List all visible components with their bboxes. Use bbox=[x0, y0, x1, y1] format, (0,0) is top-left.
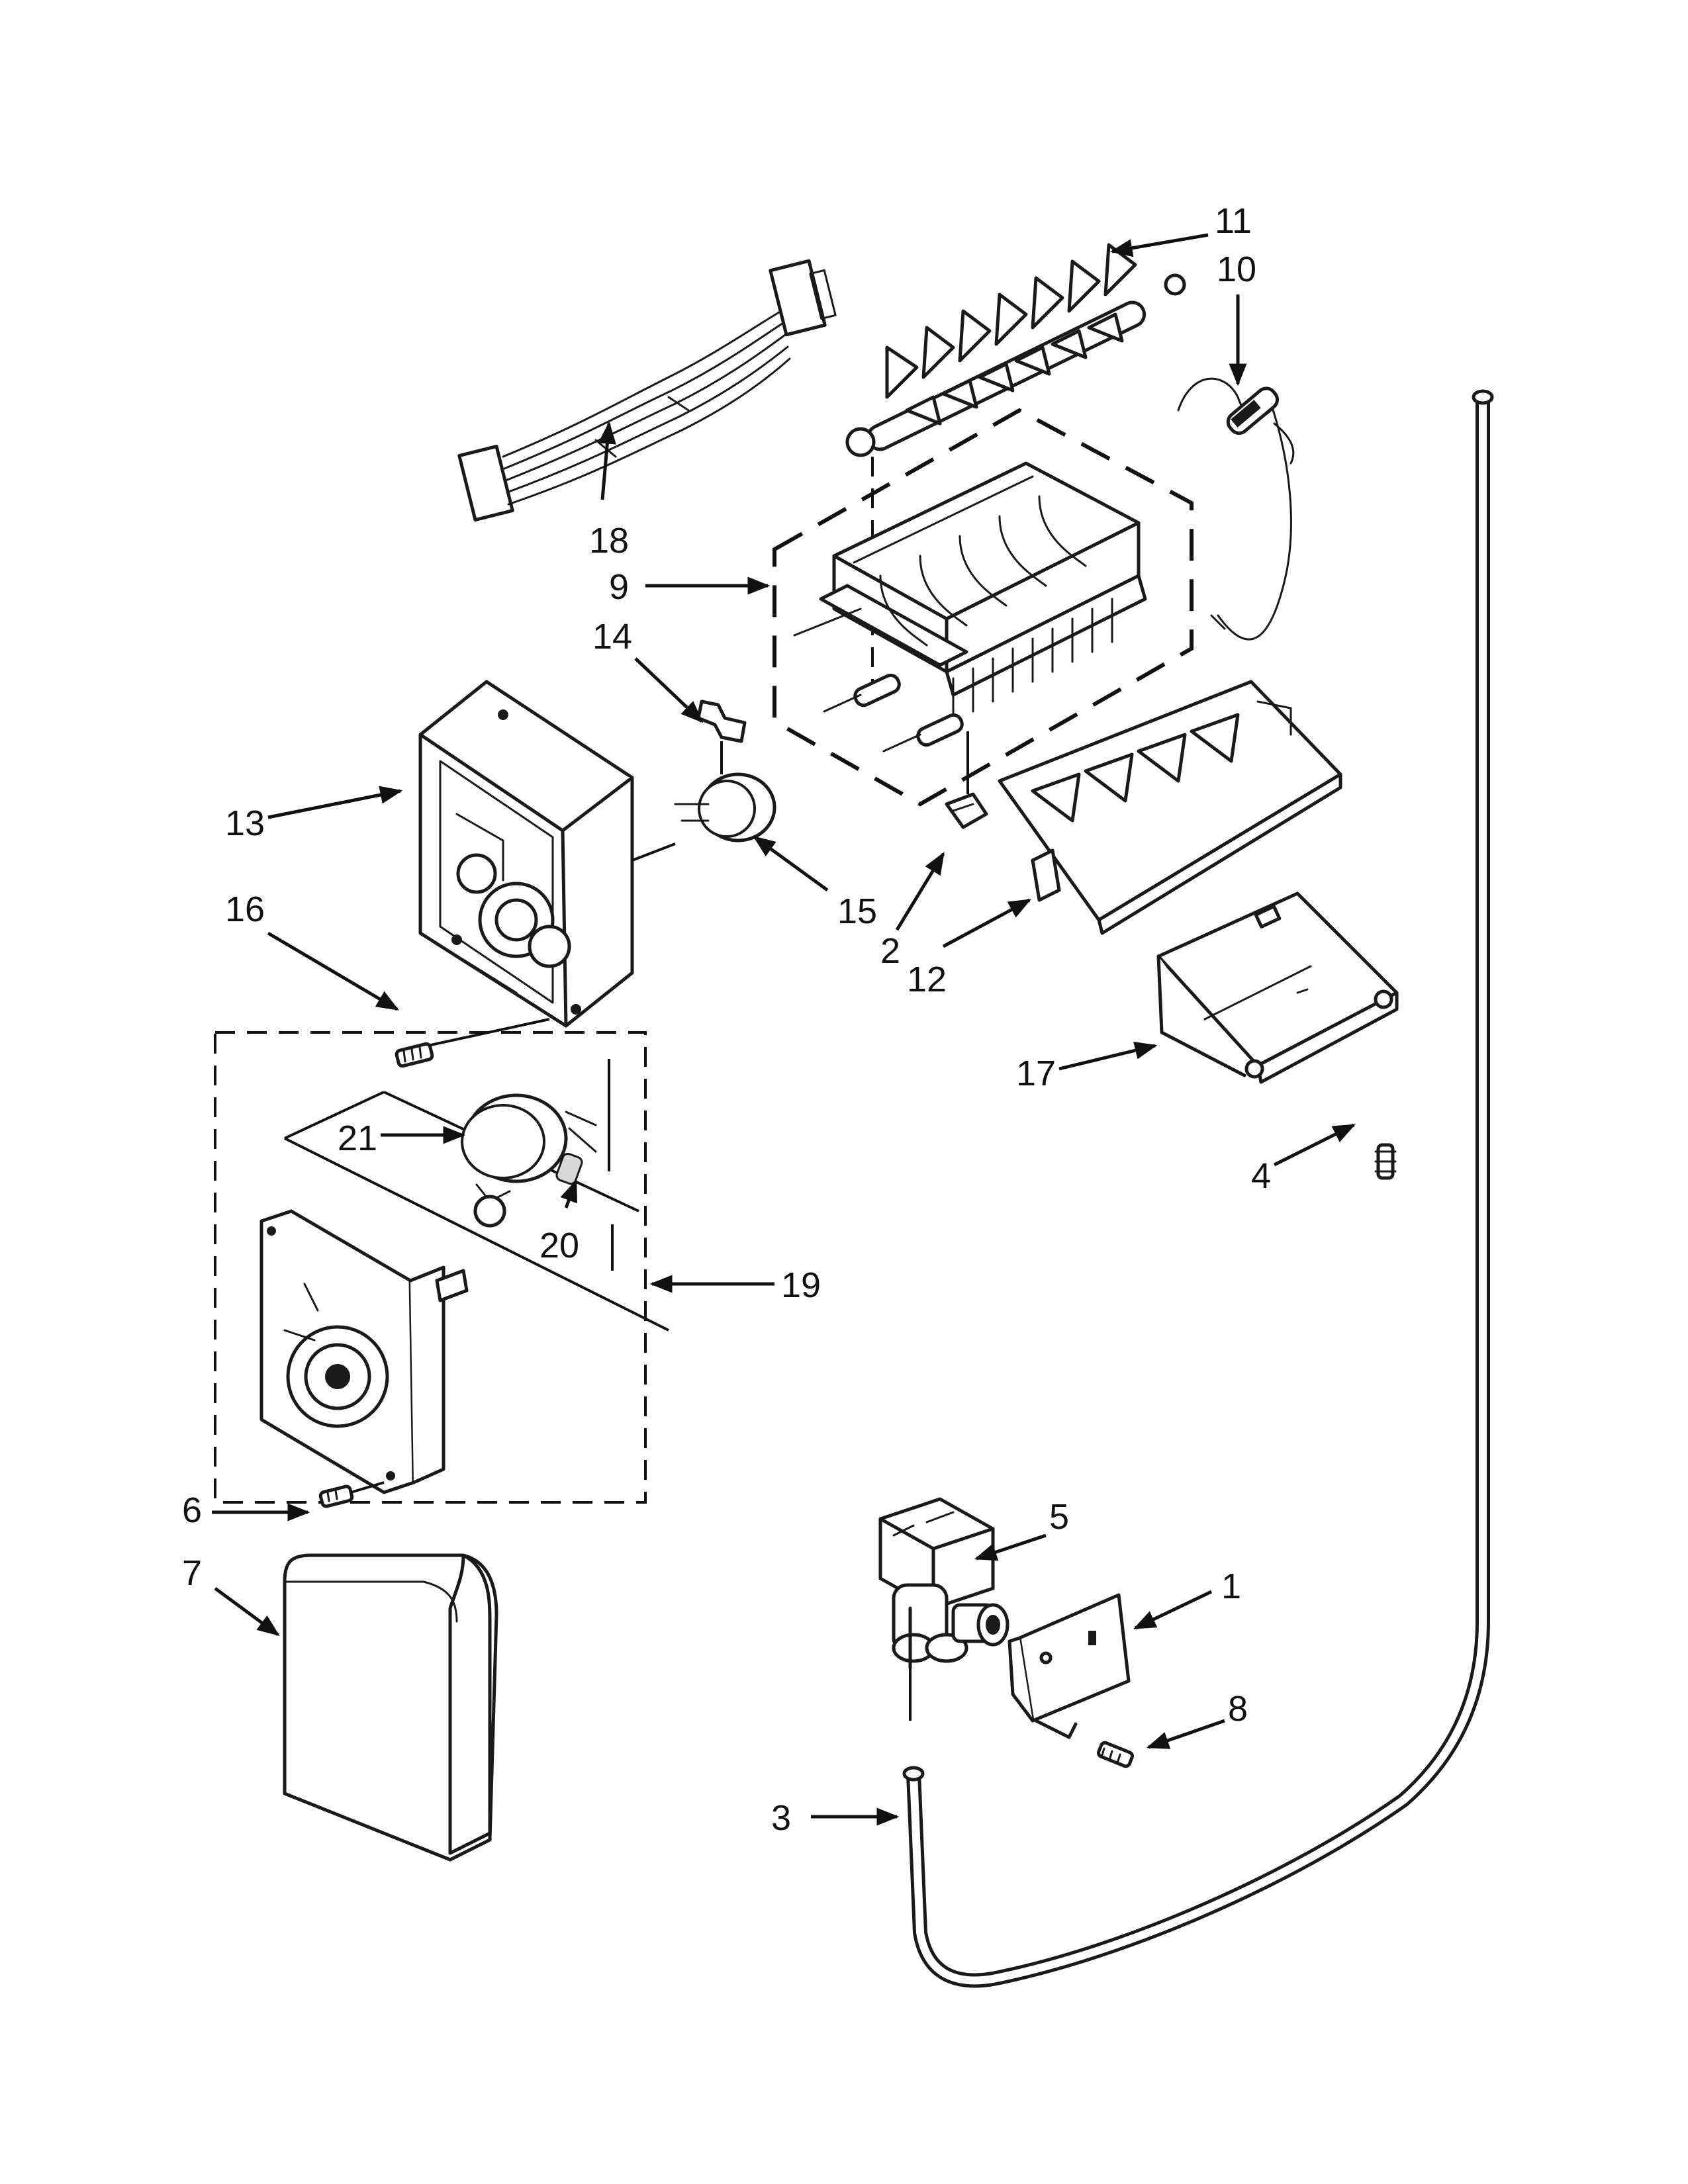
callout-9: 9 bbox=[609, 567, 629, 607]
callout-19: 19 bbox=[781, 1265, 821, 1305]
leader-lines bbox=[212, 233, 1356, 1826]
callout-14: 14 bbox=[592, 617, 632, 657]
callout-7: 7 bbox=[182, 1553, 202, 1593]
screw-4 bbox=[1374, 1143, 1397, 1180]
clip-14 bbox=[696, 700, 747, 774]
front-cover bbox=[283, 1553, 498, 1862]
screw-6 bbox=[318, 1484, 354, 1508]
screw-16 bbox=[395, 1042, 434, 1068]
ice-mold bbox=[793, 461, 1147, 752]
callout-16: 16 bbox=[225, 889, 265, 929]
wire-harness bbox=[457, 259, 837, 522]
screw-8 bbox=[1097, 1741, 1134, 1768]
callout-20: 20 bbox=[539, 1226, 579, 1265]
bracket-1 bbox=[1008, 1593, 1131, 1739]
callout-12: 12 bbox=[907, 960, 947, 999]
bracket-17 bbox=[1156, 891, 1399, 1084]
ejector bbox=[845, 243, 1186, 457]
callout-6: 6 bbox=[182, 1490, 202, 1530]
callout-18: 18 bbox=[589, 521, 629, 561]
callout-4: 4 bbox=[1251, 1156, 1271, 1196]
motor-21 bbox=[461, 1059, 610, 1228]
part-12 bbox=[998, 680, 1342, 935]
callout-15: 15 bbox=[837, 891, 877, 931]
water-valve bbox=[878, 1497, 1009, 1663]
clip-2 bbox=[945, 792, 988, 829]
callout-2: 2 bbox=[880, 931, 900, 971]
callout-labels: 11 10 18 9 14 13 15 16 2 12 17 4 21 20 1… bbox=[182, 201, 1271, 1838]
callout-17: 17 bbox=[1016, 1054, 1056, 1093]
callout-11: 11 bbox=[1215, 201, 1252, 241]
callout-21: 21 bbox=[338, 1118, 377, 1158]
thermostat-wire bbox=[1177, 377, 1295, 641]
callout-10: 10 bbox=[1217, 250, 1256, 289]
callout-1: 1 bbox=[1221, 1567, 1241, 1606]
part-15 bbox=[674, 772, 776, 842]
callout-13: 13 bbox=[225, 803, 265, 843]
water-tube bbox=[902, 389, 1494, 1988]
module-housing bbox=[418, 680, 634, 1028]
callout-5: 5 bbox=[1049, 1497, 1069, 1537]
callout-3: 3 bbox=[771, 1798, 791, 1838]
callout-8: 8 bbox=[1228, 1689, 1248, 1729]
